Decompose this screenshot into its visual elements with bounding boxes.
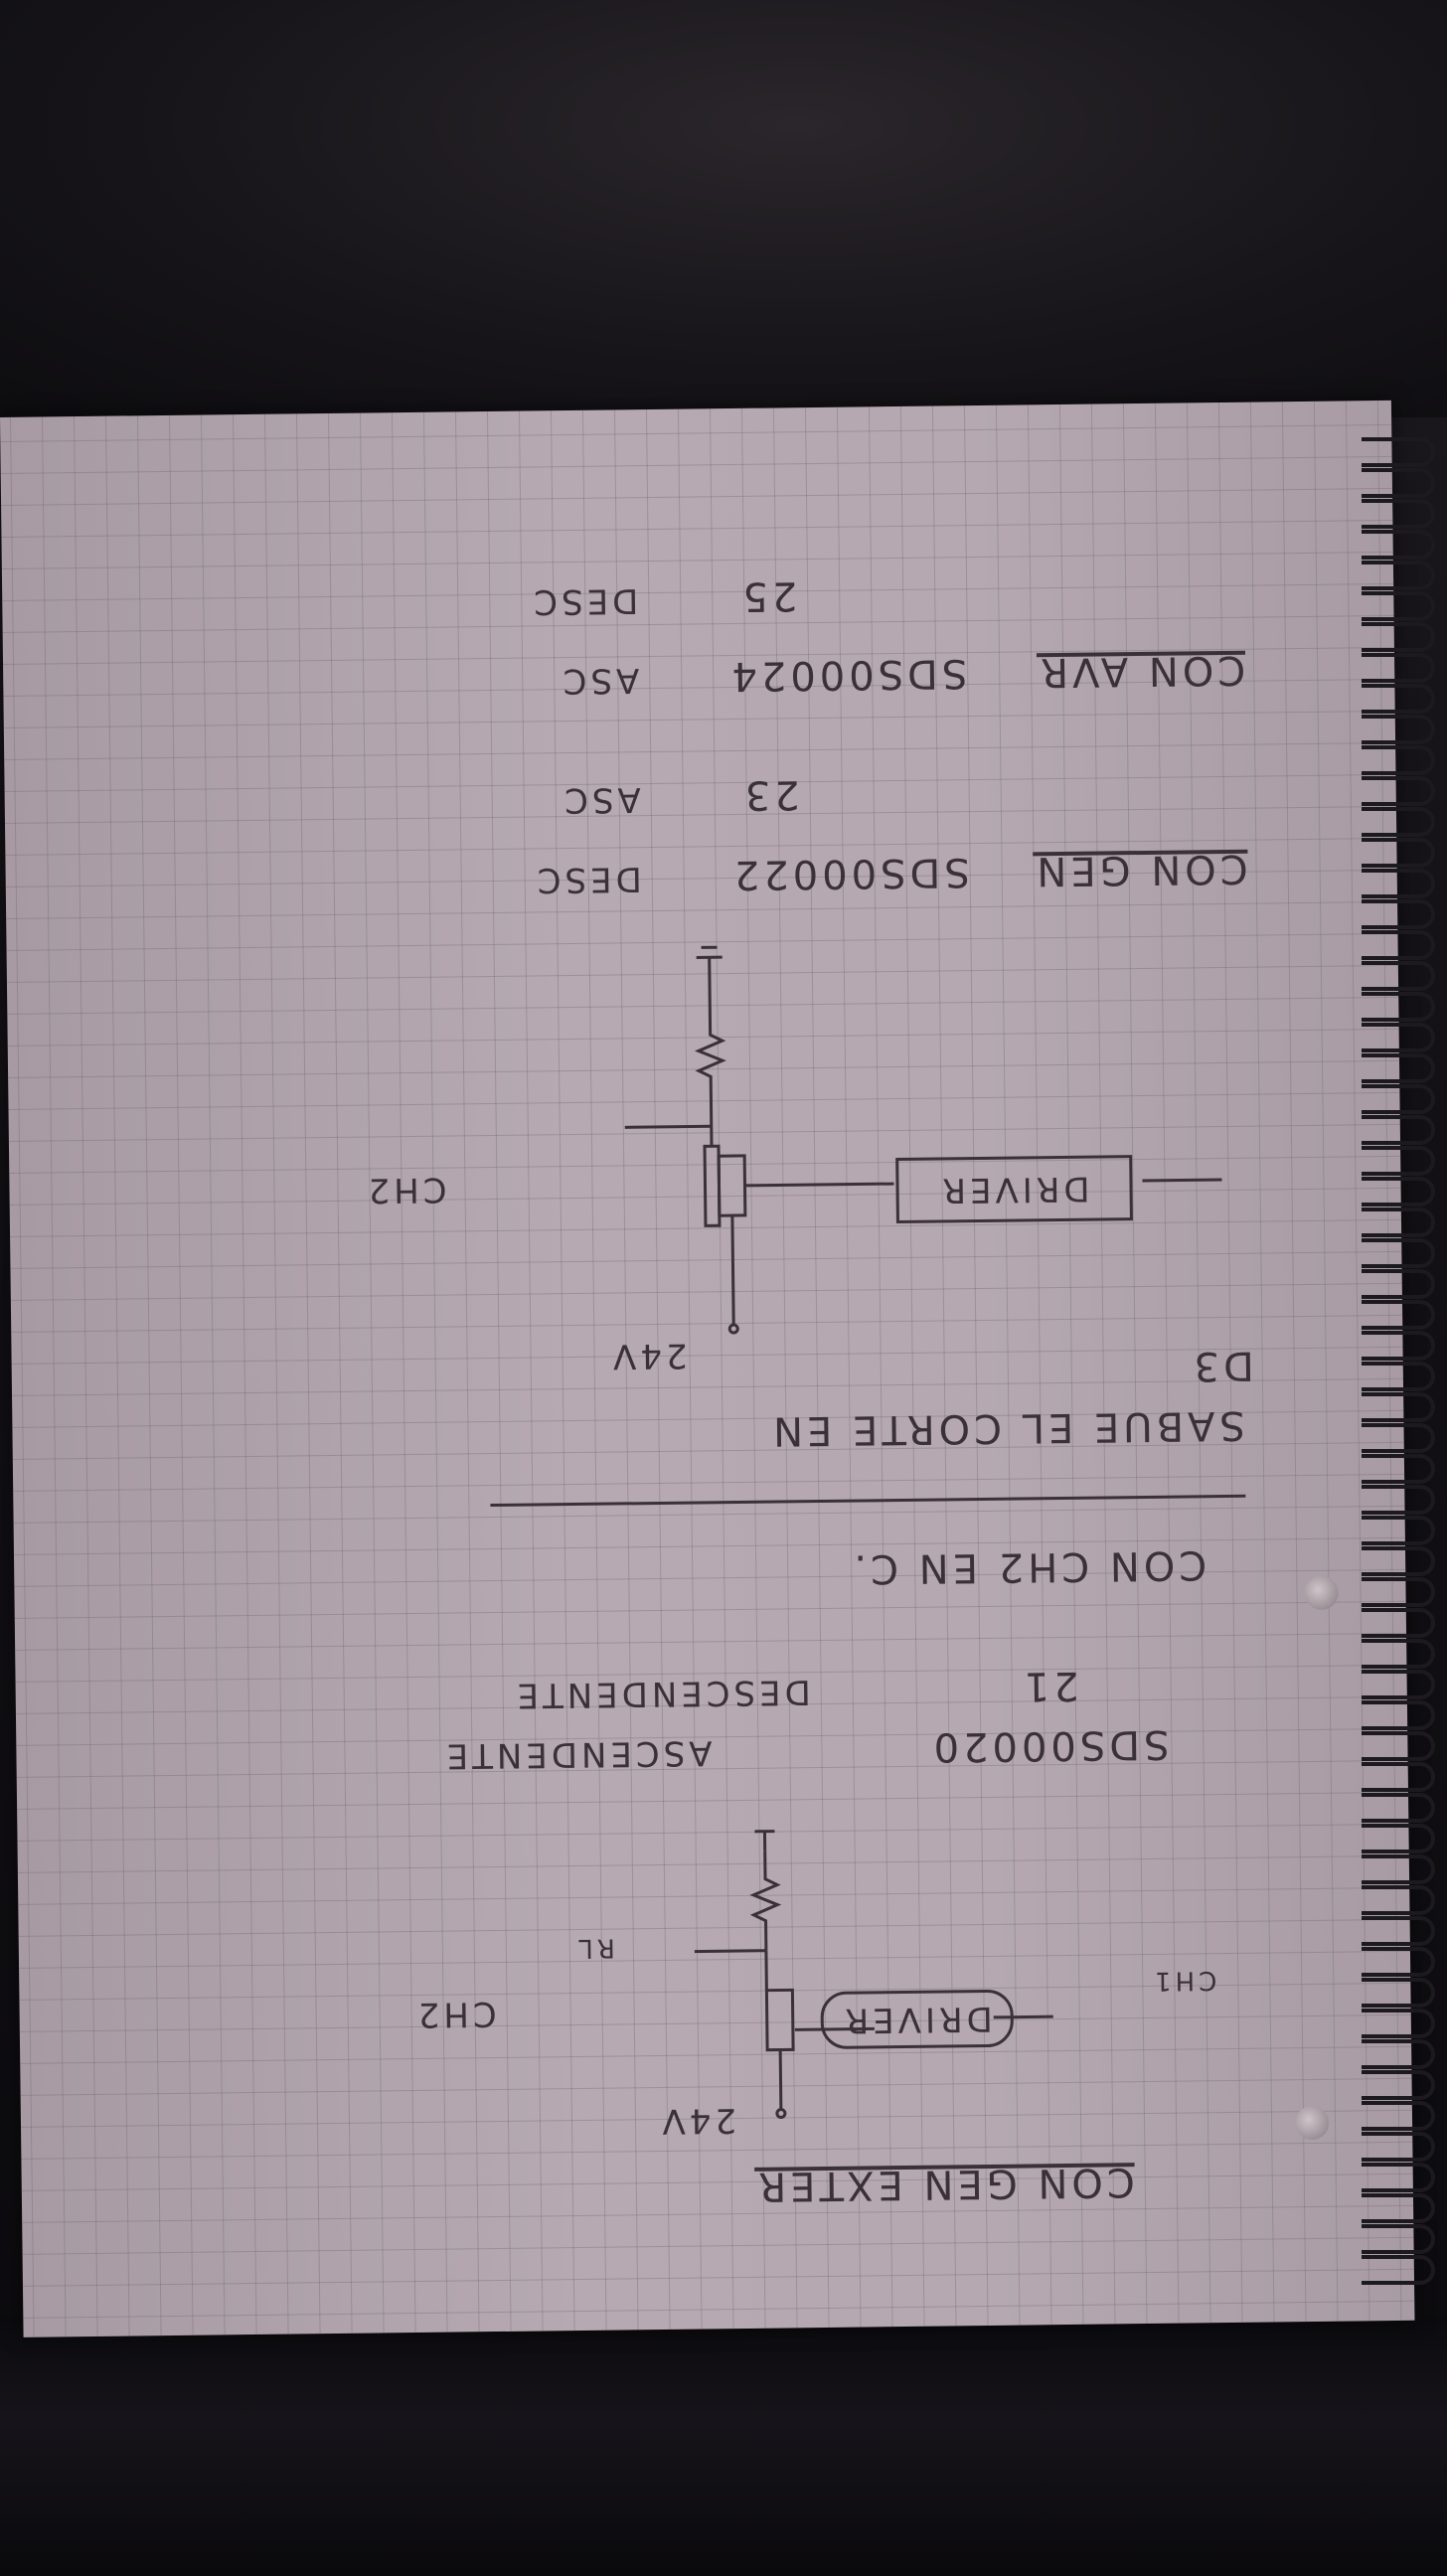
spiral-coil <box>1362 1793 1435 1823</box>
spiral-coil <box>1362 1392 1435 1422</box>
spiral-coil <box>1362 1577 1435 1607</box>
row2-desc: DESCENDENTE <box>513 1672 811 1715</box>
spiral-coil <box>1362 992 1435 1022</box>
avr-desc: ASC <box>559 660 640 702</box>
spiral-coil <box>1362 2132 1435 2162</box>
spiral-coil <box>1362 930 1435 960</box>
spiral-coil <box>1362 561 1435 590</box>
ch2-label: CH2 <box>413 1994 497 2035</box>
spiral-coil <box>1362 2039 1435 2069</box>
section2-sub: D3 <box>1190 1342 1255 1389</box>
notebook-spiral-binding <box>1362 437 1447 2326</box>
spiral-coil <box>1362 1885 1435 1915</box>
spiral-coil <box>1362 468 1435 498</box>
avr2-code: 25 <box>738 572 798 619</box>
spiral-coil <box>1362 869 1435 898</box>
spiral-coil <box>1362 1269 1435 1299</box>
spiral-coil <box>1362 2255 1435 2285</box>
desk-surface <box>0 2316 1447 2576</box>
ch1-label: CH1 <box>1150 1965 1217 1996</box>
spiral-coil <box>1362 1670 1435 1699</box>
gen2-desc: ASC <box>560 779 641 821</box>
divider-line <box>490 1494 1246 1508</box>
spiral-coil <box>1362 961 1435 991</box>
spiral-coil <box>1362 1300 1435 1330</box>
spiral-coil <box>1362 1177 1435 1207</box>
section2-heading: SABUE EL CORTE EN <box>768 1401 1245 1454</box>
gen2-code: 23 <box>740 771 800 818</box>
spiral-coil <box>1362 1208 1435 1237</box>
spiral-coil <box>1362 1454 1435 1484</box>
spiral-coil <box>1362 776 1435 806</box>
circuit-diagram-2 <box>624 945 1222 1335</box>
spiral-coil <box>1362 1824 1435 1853</box>
avr-code: SDS00024 <box>727 650 968 700</box>
spiral-coil <box>1362 2070 1435 2100</box>
spiral-coil <box>1362 437 1435 467</box>
spiral-coil <box>1362 1516 1435 1545</box>
spiral-coil <box>1362 838 1435 868</box>
spiral-coil <box>1362 1053 1435 1083</box>
row1-code: SDS00020 <box>929 1720 1170 1770</box>
spiral-coil <box>1362 1608 1435 1638</box>
spiral-coil <box>1362 1238 1435 1268</box>
gen-desc: DESC <box>533 859 642 900</box>
avr-heading: CON AVR <box>1036 646 1246 696</box>
spiral-coil <box>1362 653 1435 683</box>
row2-code: 21 <box>1020 1662 1079 1709</box>
supply-24v-label-2: 24V <box>608 1335 688 1376</box>
spiral-coil <box>1362 1023 1435 1052</box>
spiral-coil <box>1362 2009 1435 2038</box>
gen-code: SDS00022 <box>729 849 970 898</box>
spiral-coil <box>1362 1362 1435 1391</box>
spiral-coil <box>1362 2101 1435 2131</box>
spiral-coil <box>1362 1115 1435 1145</box>
spiral-coil <box>1362 899 1435 929</box>
spiral-coil <box>1362 622 1435 652</box>
spiral-coil <box>1362 1639 1435 1669</box>
spiral-coil <box>1362 530 1435 560</box>
gen-heading: CON GEN <box>1033 845 1248 894</box>
spiral-coil <box>1362 2163 1435 2192</box>
notebook-page: CON GEN EXTER CH1 24V DRIVER CH2 RL SDS0… <box>0 400 1415 2337</box>
spiral-coil <box>1362 745 1435 775</box>
upside-down-notes: CON GEN EXTER CH1 24V DRIVER CH2 RL SDS0… <box>0 401 1414 2337</box>
spiral-coil <box>1362 715 1435 744</box>
spiral-coil <box>1362 1084 1435 1114</box>
spiral-coil <box>1362 499 1435 529</box>
spiral-coil <box>1362 1916 1435 1946</box>
circuit-diagram-1 <box>694 1830 1053 2120</box>
spiral-coil <box>1362 2224 1435 2254</box>
spiral-coil <box>1362 1978 1435 2008</box>
spiral-coil <box>1362 1546 1435 1576</box>
avr2-desc: DESC <box>530 580 639 622</box>
spiral-coil <box>1362 591 1435 621</box>
spiral-coil <box>1362 1331 1435 1361</box>
spiral-coil <box>1362 2193 1435 2223</box>
ch2-note: CON CH2 EN C. <box>850 1541 1207 1592</box>
spiral-coil <box>1362 1700 1435 1730</box>
resistor-label: RL <box>574 1932 616 1964</box>
spiral-coil <box>1362 1423 1435 1453</box>
dark-background <box>0 0 1447 417</box>
spiral-coil <box>1362 1731 1435 1761</box>
ch2-label-2: CH2 <box>364 1169 447 1210</box>
spiral-coil <box>1362 1146 1435 1176</box>
spiral-coil <box>1362 684 1435 714</box>
row1-desc: ASCENDENTE <box>442 1732 713 1776</box>
spiral-coil <box>1362 1485 1435 1515</box>
spiral-coil <box>1362 1762 1435 1792</box>
spiral-coil <box>1362 1854 1435 1884</box>
section1-heading: CON GEN EXTER <box>754 2159 1136 2209</box>
spiral-coil <box>1362 807 1435 837</box>
spiral-coil <box>1362 1947 1435 1977</box>
